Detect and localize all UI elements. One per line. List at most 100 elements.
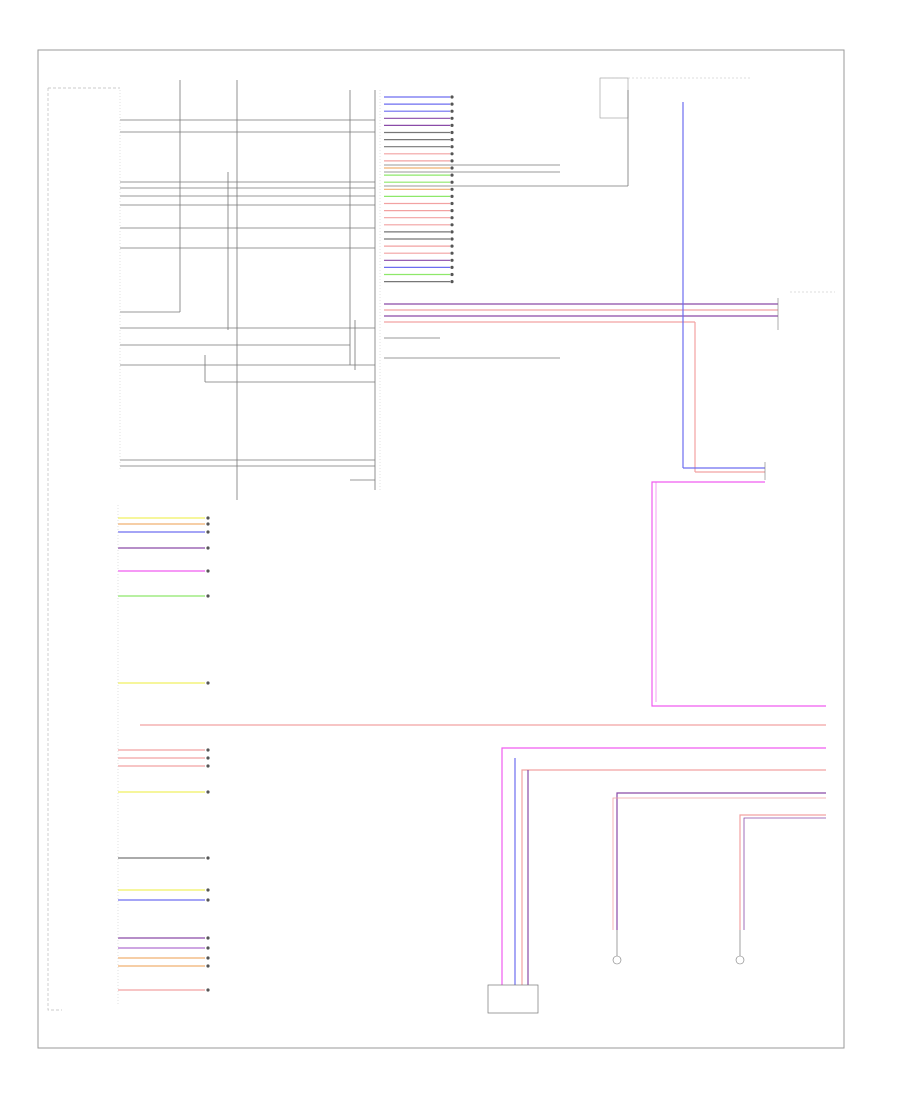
upper-row [384, 251, 454, 255]
upper-arrow [450, 102, 454, 106]
upper-arrow [450, 180, 454, 184]
upper-arrow [450, 272, 454, 277]
lower-row [118, 681, 210, 685]
lower-wire-rows [117, 505, 210, 1005]
upper-row [384, 265, 454, 269]
upper-row [384, 272, 454, 277]
bottom-right-routing [501, 747, 826, 985]
upper-row [384, 116, 454, 120]
upper-arrow [450, 251, 454, 255]
diagram-frame [37, 49, 845, 1049]
upper-row [384, 258, 454, 262]
upper-arrow [450, 237, 454, 241]
lower-row [118, 522, 210, 526]
upper-arrow [450, 209, 454, 213]
magenta-loop [651, 481, 826, 707]
lower-row [118, 946, 210, 950]
lower-arrow [206, 764, 210, 768]
upper-row [384, 180, 454, 184]
lower-arrow [206, 522, 210, 526]
upper-arrow [450, 194, 454, 198]
lower-row [118, 764, 210, 768]
lower-arrow [206, 946, 210, 950]
lower-arrow [206, 681, 210, 685]
upper-arrow [450, 109, 454, 113]
lower-row [118, 988, 210, 992]
lower-arrow [206, 516, 210, 520]
upper-row [384, 102, 454, 106]
upper-row [384, 187, 454, 191]
right-long-wires [384, 102, 778, 473]
upper-arrow [450, 123, 454, 127]
upper-row [384, 244, 454, 248]
lower-row [118, 756, 210, 760]
upper-arrow [450, 166, 454, 170]
upper-arrow [450, 201, 454, 206]
upper-row [384, 230, 454, 234]
upper-arrow [450, 216, 454, 220]
lower-arrow [206, 964, 210, 968]
upper-row [384, 166, 454, 170]
lower-arrow [206, 898, 210, 902]
upper-row [384, 145, 454, 149]
upper-row [384, 216, 454, 220]
lower-row [118, 790, 210, 794]
lower-row [118, 748, 210, 752]
upper-arrow [450, 265, 454, 269]
lower-row [118, 516, 210, 520]
upper-row [384, 280, 454, 284]
upper-row [384, 159, 454, 163]
lower-row [118, 569, 210, 573]
bottom-components [487, 930, 745, 1014]
upper-arrow [450, 138, 454, 142]
lower-row [118, 546, 210, 550]
top-components [599, 77, 750, 119]
upper-row [384, 130, 454, 135]
upper-row [384, 123, 454, 127]
upper-arrow [450, 258, 454, 262]
upper-row [384, 223, 454, 227]
relay-a-box [599, 77, 629, 119]
upper-row [384, 138, 454, 142]
lower-arrow [206, 546, 210, 550]
upper-arrow [450, 223, 454, 227]
lower-row [118, 856, 210, 860]
upper-arrow [450, 230, 454, 234]
bottom-center-connector [487, 984, 539, 1014]
upper-row [384, 173, 454, 177]
lower-row [118, 956, 210, 960]
module-boundary [47, 88, 62, 1011]
upper-arrow [450, 173, 454, 177]
upper-arrow [450, 130, 454, 135]
lower-arrow [206, 888, 210, 892]
upper-arrow [450, 280, 454, 284]
upper-arrow [450, 152, 454, 156]
upper-row [384, 194, 454, 198]
upper-row [384, 95, 454, 99]
upper-arrow [450, 159, 454, 163]
lower-arrow [206, 756, 210, 760]
upper-wire-rows [384, 95, 454, 284]
upper-arrow [450, 95, 454, 99]
upper-row [384, 209, 454, 213]
lower-arrow [206, 856, 210, 860]
upper-arrow [450, 187, 454, 191]
lower-arrow [206, 748, 210, 752]
upper-row [384, 109, 454, 113]
upper-arrow [450, 116, 454, 120]
upper-row [384, 237, 454, 241]
upper-row [384, 152, 454, 156]
lower-row [118, 888, 210, 892]
lower-arrow [206, 956, 210, 960]
lower-arrow [206, 790, 210, 794]
lower-row [118, 530, 210, 534]
upper-arrow [450, 244, 454, 248]
lower-row [118, 594, 210, 598]
lower-arrow [206, 988, 210, 992]
lower-arrow [206, 569, 210, 573]
lower-arrow [206, 594, 210, 598]
upper-row [384, 201, 454, 206]
upper-arrow [450, 145, 454, 149]
